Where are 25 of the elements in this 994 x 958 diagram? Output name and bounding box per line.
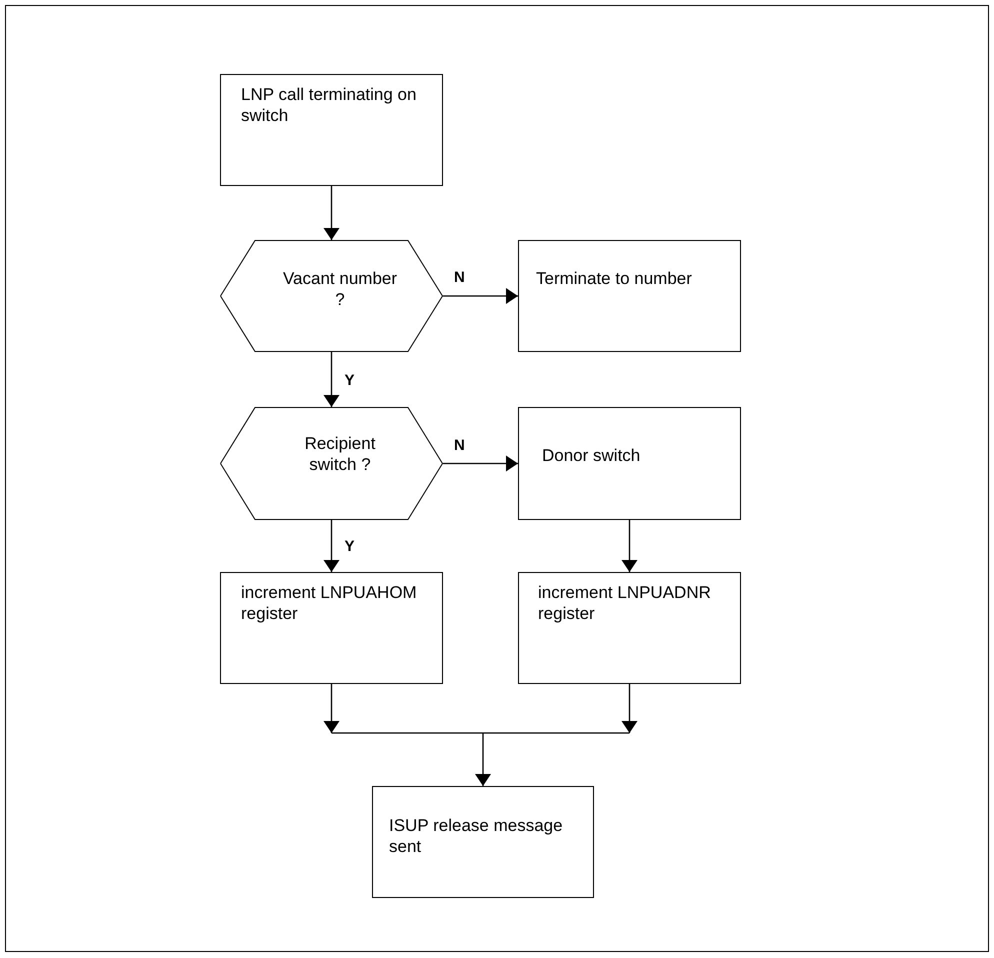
node-text: Vacant number ? [282,268,398,310]
process-box [220,572,443,684]
decision-hexagon [220,407,443,520]
arrow [324,186,340,240]
node-text: Terminate to number [536,268,693,289]
node-text: Donor switch [542,445,642,466]
arrow [324,684,340,733]
decision-hexagon [220,240,443,352]
process-box [220,74,443,186]
arrow [622,684,638,733]
arrow [330,732,630,787]
node-text: increment LNPUAHOM register [241,582,418,624]
process-box [518,407,741,520]
node-text: LNP call terminating on switch [241,84,418,126]
node-text: Recipient switch ? [304,433,376,475]
process-box [518,572,741,684]
arrow [324,352,340,407]
process-box [372,786,594,898]
node-text: ISUP release message sent [389,815,564,857]
arrow [324,520,340,572]
node-text: increment LNPUADNR register [538,582,712,624]
process-box [518,240,741,352]
arrow [622,520,638,572]
arrow [443,288,518,304]
arrow [443,456,518,472]
